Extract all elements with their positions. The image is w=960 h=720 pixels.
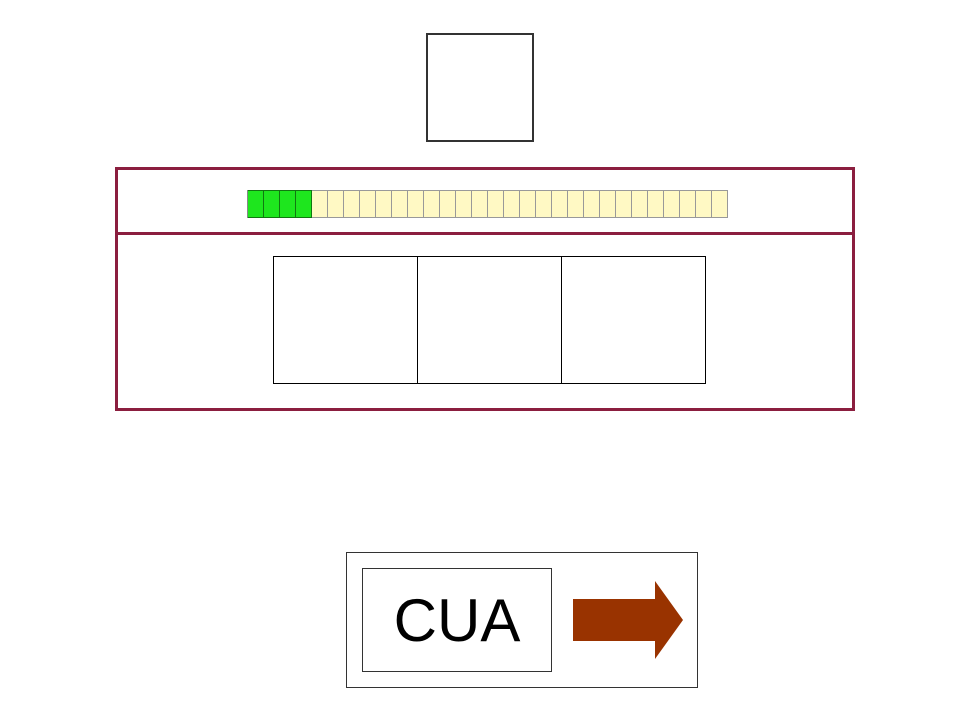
progress-cell-empty	[408, 190, 424, 218]
right-arrow-icon[interactable]	[571, 579, 685, 661]
progress-cell-empty	[664, 190, 680, 218]
progress-cell-empty	[456, 190, 472, 218]
syllable-slot-3[interactable]	[562, 257, 705, 383]
progress-cell-empty	[648, 190, 664, 218]
progress-cell-empty	[360, 190, 376, 218]
progress-cell-empty	[712, 190, 728, 218]
word-box[interactable]: CUA	[362, 568, 552, 672]
progress-cell-empty	[568, 190, 584, 218]
progress-cell-empty	[616, 190, 632, 218]
progress-cell-empty	[328, 190, 344, 218]
progress-cell-filled	[264, 190, 280, 218]
panel-divider	[118, 232, 852, 235]
progress-cell-empty	[552, 190, 568, 218]
progress-cell-empty	[520, 190, 536, 218]
progress-cell-empty	[600, 190, 616, 218]
syllable-slot-2[interactable]	[418, 257, 562, 383]
progress-cell-filled	[248, 190, 264, 218]
syllable-slots	[273, 256, 706, 384]
progress-cell-empty	[680, 190, 696, 218]
progress-cell-empty	[312, 190, 328, 218]
progress-cell-filled	[280, 190, 296, 218]
progress-cell-empty	[440, 190, 456, 218]
progress-cell-empty	[536, 190, 552, 218]
word-label: CUA	[393, 586, 521, 654]
progress-cell-empty	[344, 190, 360, 218]
progress-cell-empty	[584, 190, 600, 218]
progress-cell-empty	[424, 190, 440, 218]
target-image-box	[426, 33, 534, 142]
progress-cell-empty	[632, 190, 648, 218]
progress-bar	[247, 190, 728, 218]
main-panel	[115, 167, 855, 411]
progress-cell-empty	[488, 190, 504, 218]
progress-cell-empty	[696, 190, 712, 218]
answer-panel: CUA	[346, 552, 698, 688]
syllable-slot-1[interactable]	[274, 257, 418, 383]
progress-cell-empty	[376, 190, 392, 218]
progress-cell-empty	[472, 190, 488, 218]
progress-cell-empty	[504, 190, 520, 218]
progress-cell-empty	[392, 190, 408, 218]
progress-cell-filled	[296, 190, 312, 218]
